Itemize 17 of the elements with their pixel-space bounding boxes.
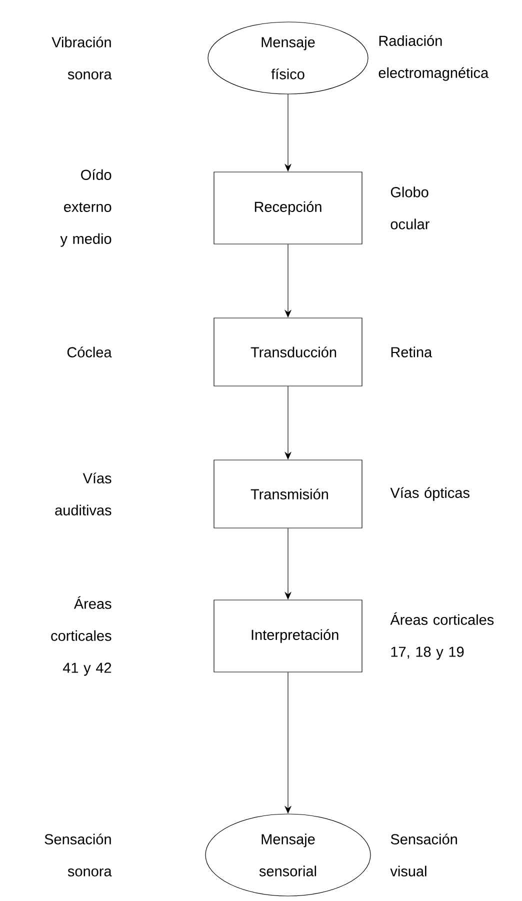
side-label: Retina	[391, 346, 432, 358]
side-label: Oído externo y medio	[60, 169, 112, 247]
process-box: Recepción	[214, 172, 362, 244]
side-label: Vibración sonora	[52, 36, 112, 80]
side-label: Globo ocular	[390, 186, 430, 230]
side-label: Áreas corticales 41 y 42	[51, 596, 112, 676]
ellipse-node: Mensaje físico	[208, 22, 368, 94]
process-box: Transmisión	[214, 460, 362, 528]
process-box: Transducción	[214, 318, 362, 386]
side-label: Vías auditivas	[55, 472, 112, 516]
side-label: Vías ópticas	[390, 487, 470, 501]
ellipse-node: Mensaje sensorial	[205, 814, 371, 896]
side-label: Sensación visual	[390, 834, 457, 876]
process-box: Interpretación	[214, 600, 362, 672]
side-label: Áreas corticales 17, 18 y 19	[390, 612, 494, 660]
side-label: Cóclea	[67, 346, 112, 358]
side-label: Sensación sonora	[44, 834, 112, 876]
